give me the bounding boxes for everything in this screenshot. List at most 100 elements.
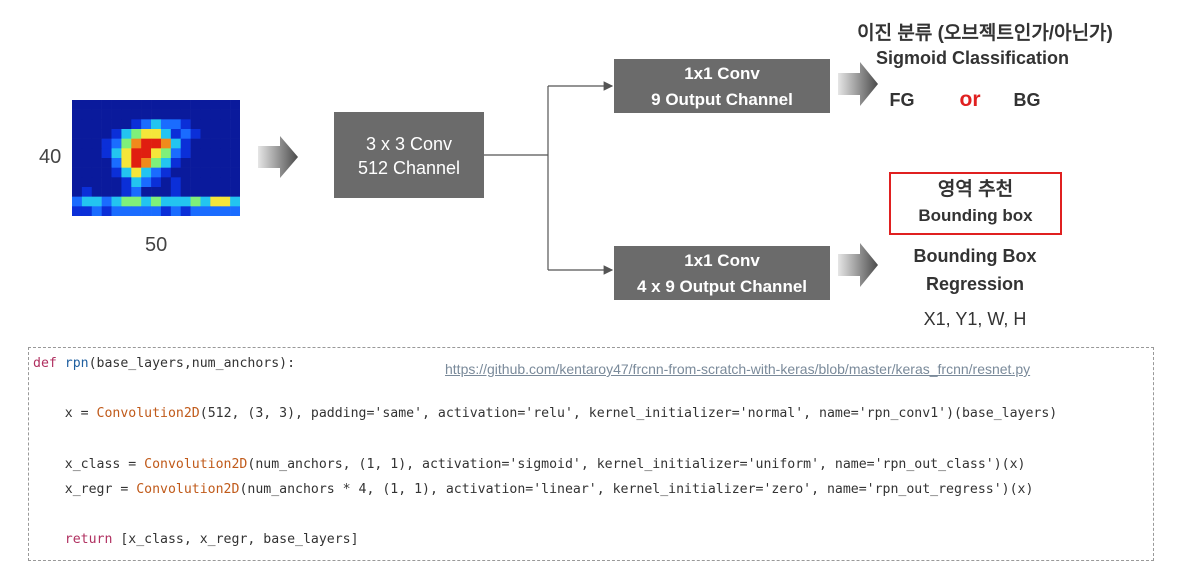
feature-map-height-label: 40 xyxy=(39,146,62,168)
heatmap-cell xyxy=(160,138,172,149)
reg-conv-box: 1x1 Conv 4 x 9 Output Channel xyxy=(614,246,830,300)
heatmap-cell xyxy=(121,138,132,149)
heatmap-cell xyxy=(180,148,191,159)
heatmap-cell xyxy=(210,167,221,178)
code-line-return: return [x_class, x_regr, base_layers] xyxy=(33,532,359,547)
heatmap-cell xyxy=(141,177,152,188)
heatmap-cell xyxy=(170,177,181,188)
heatmap-cell xyxy=(111,100,122,110)
heatmap-cell xyxy=(200,119,211,130)
heatmap-cell xyxy=(220,187,231,197)
heatmap-cell xyxy=(180,158,191,168)
code-text: (num_anchors, (1, 1), activation='sigmoi… xyxy=(247,457,1026,472)
heatmap-cell xyxy=(141,167,152,178)
heatmap-cell xyxy=(230,119,240,130)
heatmap-cell xyxy=(230,196,240,207)
heatmap-cell xyxy=(131,177,142,188)
heatmap-cell xyxy=(170,100,181,110)
heatmap-cell xyxy=(81,109,93,120)
heatmap-cell xyxy=(230,206,240,216)
heatmap-cell xyxy=(160,148,172,159)
heatmap-cell xyxy=(220,129,231,139)
region-proposal-korean: 영역 추천 xyxy=(937,179,1014,200)
block-arrow-icon xyxy=(258,136,298,178)
code-keyword: return xyxy=(33,532,113,547)
heatmap-cell xyxy=(151,109,162,120)
heatmap-cell xyxy=(91,167,102,178)
heatmap-cell xyxy=(220,177,231,188)
heatmap-cell xyxy=(91,187,102,197)
heatmap-cell xyxy=(121,100,132,110)
heatmap-cell xyxy=(101,206,112,216)
code-line-conv: x = Convolution2D(512, (3, 3), padding='… xyxy=(33,406,1057,421)
heatmap-cell xyxy=(200,187,211,197)
code-text: (base_layers,num_anchors): xyxy=(88,356,296,371)
reg-conv-label-2: 4 x 9 Output Channel xyxy=(636,277,808,296)
heatmap-cell xyxy=(180,206,191,216)
heatmap-cell xyxy=(131,100,142,110)
heatmap-cell xyxy=(190,158,201,168)
heatmap-cell xyxy=(230,177,240,188)
heatmap-cell xyxy=(230,187,240,197)
heatmap-cell xyxy=(151,129,162,139)
heatmap-cell xyxy=(101,119,112,130)
heatmap-cell xyxy=(220,100,231,110)
heatmap-cell xyxy=(141,109,152,120)
conv3x3-label-2: 512 Channel xyxy=(357,158,461,178)
code-class-name: Convolution2D xyxy=(136,482,240,497)
heatmap-cell xyxy=(131,158,142,168)
heatmap-cell xyxy=(121,148,132,159)
heatmap-cell xyxy=(200,196,211,207)
heatmap-cell xyxy=(72,119,83,130)
heatmap-cell xyxy=(220,206,231,216)
heatmap-cell xyxy=(91,158,102,168)
heatmap-cell xyxy=(111,187,122,197)
heatmap-cell xyxy=(91,177,102,188)
heatmap-cell xyxy=(190,129,201,139)
heatmap-cell xyxy=(111,148,122,159)
heatmap-cell xyxy=(141,206,152,216)
heatmap-cell xyxy=(180,196,191,207)
heatmap-cell xyxy=(170,109,181,120)
heatmap-cell xyxy=(210,129,221,139)
heatmap-cell xyxy=(131,109,142,120)
conv3x3-box: 3 x 3 Conv 512 Channel xyxy=(334,112,484,198)
heatmap-cell xyxy=(190,196,201,207)
cls-title-english: Sigmoid Classification xyxy=(875,48,1070,68)
heatmap-cell xyxy=(72,167,83,178)
source-link[interactable]: https://github.com/kentaroy47/frcnn-from… xyxy=(445,361,1031,377)
heatmap-cell xyxy=(141,138,152,149)
heatmap-cell xyxy=(101,109,112,120)
heatmap-cell xyxy=(160,206,172,216)
heatmap-cell xyxy=(170,187,181,197)
heatmap-cell xyxy=(160,100,172,110)
heatmap-cell xyxy=(180,177,191,188)
heatmap-cell xyxy=(101,100,112,110)
heatmap-cell xyxy=(111,206,122,216)
heatmap-cell xyxy=(81,177,93,188)
heatmap-cell xyxy=(200,138,211,149)
heatmap-cell xyxy=(141,129,152,139)
heatmap-cell xyxy=(200,100,211,110)
heatmap-cell xyxy=(230,138,240,149)
heatmap-cell xyxy=(210,148,221,159)
code-class-name: Convolution2D xyxy=(144,457,248,472)
heatmap-cell xyxy=(160,109,172,120)
heatmap-cell xyxy=(131,206,142,216)
heatmap-cell xyxy=(101,196,112,207)
heatmap-cell xyxy=(91,196,102,207)
heatmap-cell xyxy=(131,167,142,178)
heatmap-cell xyxy=(170,119,181,130)
heatmap-cell xyxy=(151,167,162,178)
heatmap-cell xyxy=(121,119,132,130)
heatmap-cell xyxy=(141,119,152,130)
heatmap-cell xyxy=(170,148,181,159)
reg-title-line-2: Regression xyxy=(925,274,1025,294)
heatmap-cell xyxy=(200,167,211,178)
heatmap-cell xyxy=(131,187,142,197)
heatmap-cell xyxy=(210,177,221,188)
code-text: (512, (3, 3), padding='same', activation… xyxy=(199,406,1058,421)
heatmap-cell xyxy=(180,129,191,139)
heatmap-cell xyxy=(91,206,102,216)
heatmap-cell xyxy=(101,148,112,159)
